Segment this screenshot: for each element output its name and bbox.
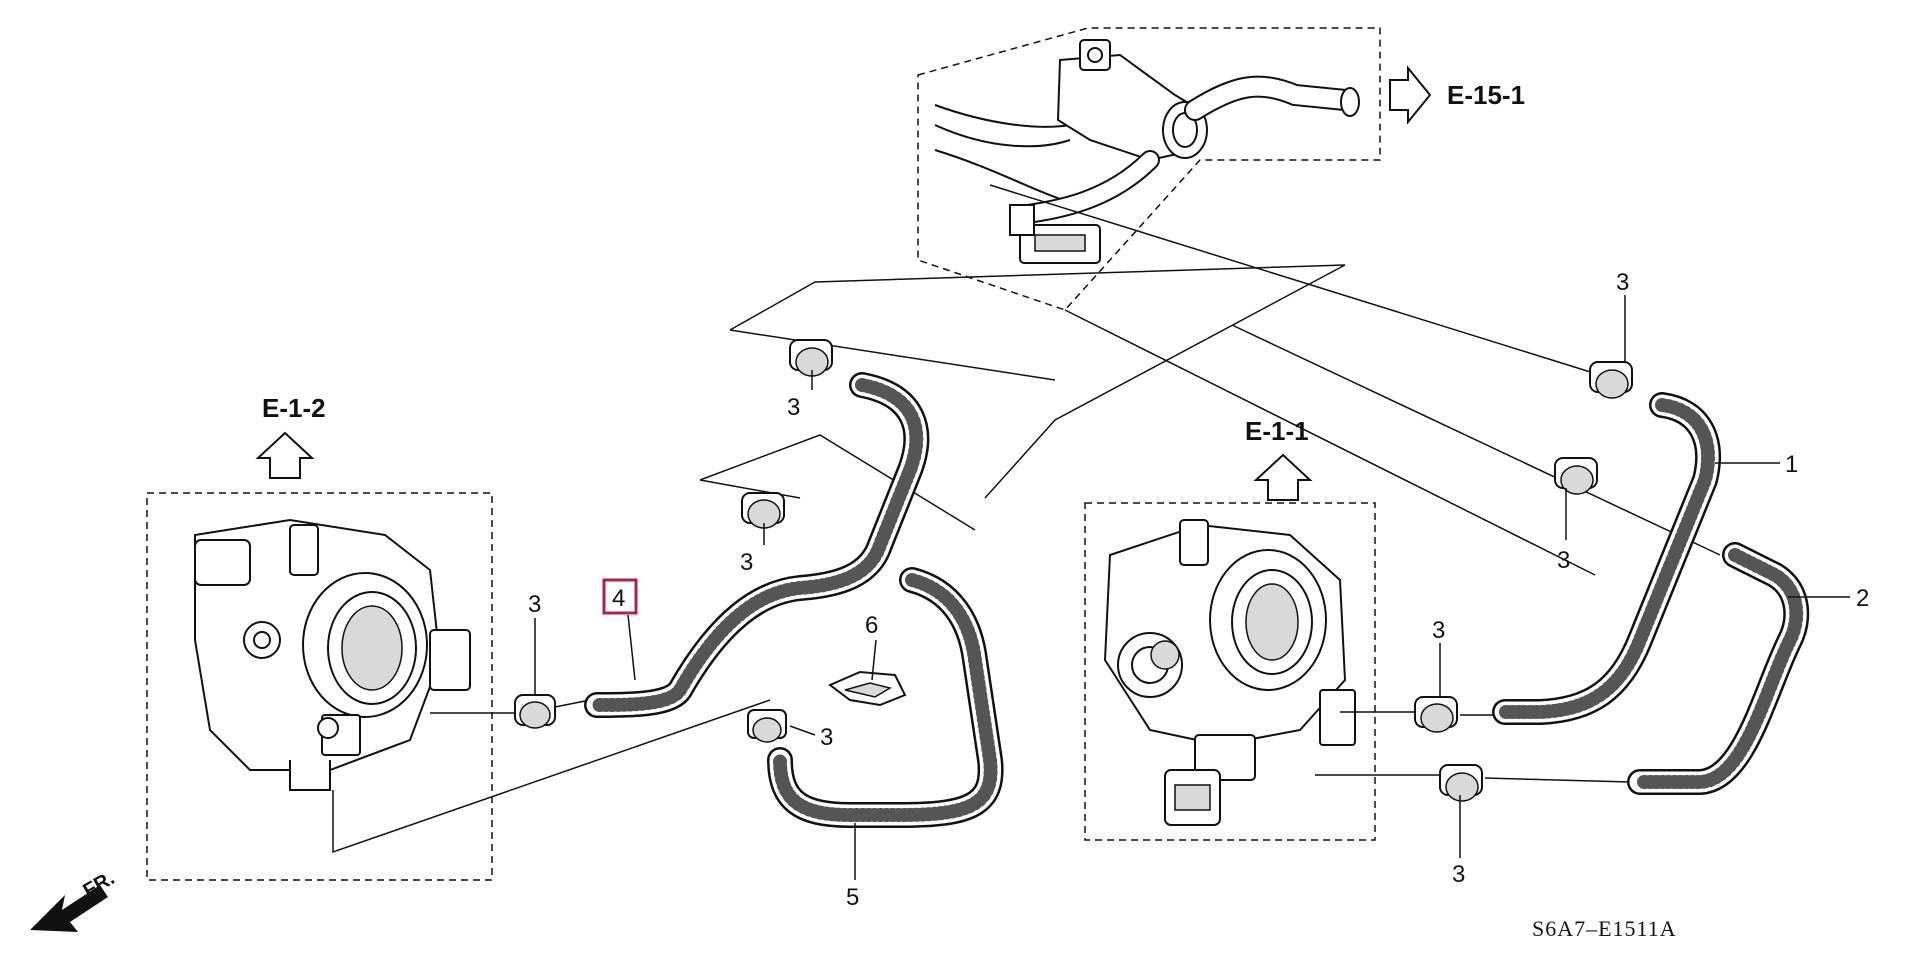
reference-arrow-right <box>1389 65 1432 125</box>
right-throttle-inset <box>1084 502 1376 841</box>
hose-clip <box>828 670 907 707</box>
diagram-code: S6A7–E1511A <box>1532 916 1677 941</box>
throttle-body-left <box>194 518 471 791</box>
reference-arrow-up-right <box>1253 453 1313 501</box>
reference-arrow-up-left <box>255 431 315 479</box>
callout-clamp[interactable]: 3 <box>1452 861 1465 888</box>
hose-clamp <box>1414 696 1458 733</box>
callout-clamp[interactable]: 3 <box>1616 269 1629 296</box>
reference-e15-1[interactable]: E-15-1 <box>1447 80 1525 110</box>
highlight-box-part-4 <box>602 578 638 615</box>
callout-hose-2[interactable]: 2 <box>1856 585 1869 612</box>
callout-clamp[interactable]: 3 <box>820 724 833 751</box>
callout-clip-6[interactable]: 6 <box>865 612 878 639</box>
throttle-body-right <box>1103 519 1356 826</box>
callout-hose-4[interactable]: 4 <box>612 585 625 612</box>
hose-clamp <box>514 694 556 729</box>
hose-clamp <box>789 339 833 377</box>
hose-4 <box>584 372 930 718</box>
callout-lines <box>534 295 1850 880</box>
callout-clamp[interactable]: 3 <box>740 549 753 576</box>
hose-clamp <box>1554 457 1598 495</box>
callout-clamp[interactable]: 3 <box>1557 547 1570 574</box>
reference-e1-2[interactable]: E-1-2 <box>262 393 326 423</box>
hose-1 <box>1492 392 1721 725</box>
callout-hose-1[interactable]: 1 <box>1785 451 1798 478</box>
callout-clamp[interactable]: 3 <box>528 591 541 618</box>
hose-clamp <box>1439 764 1483 802</box>
water-outlet-inset <box>917 27 1381 311</box>
reference-e1-1[interactable]: E-1-1 <box>1245 416 1309 446</box>
hose-clamp <box>741 492 785 529</box>
hose-clamp <box>747 709 787 743</box>
leader-lines <box>332 184 1721 854</box>
hose-clamp <box>1589 361 1633 399</box>
front-direction-arrow <box>30 885 108 932</box>
left-throttle-inset <box>146 492 493 881</box>
callout-hose-5[interactable]: 5 <box>846 884 859 911</box>
hose-2 <box>1627 542 1810 795</box>
callout-clamp[interactable]: 3 <box>1432 617 1445 644</box>
hose-5 <box>767 567 1004 828</box>
callout-clamp[interactable]: 3 <box>787 394 800 421</box>
